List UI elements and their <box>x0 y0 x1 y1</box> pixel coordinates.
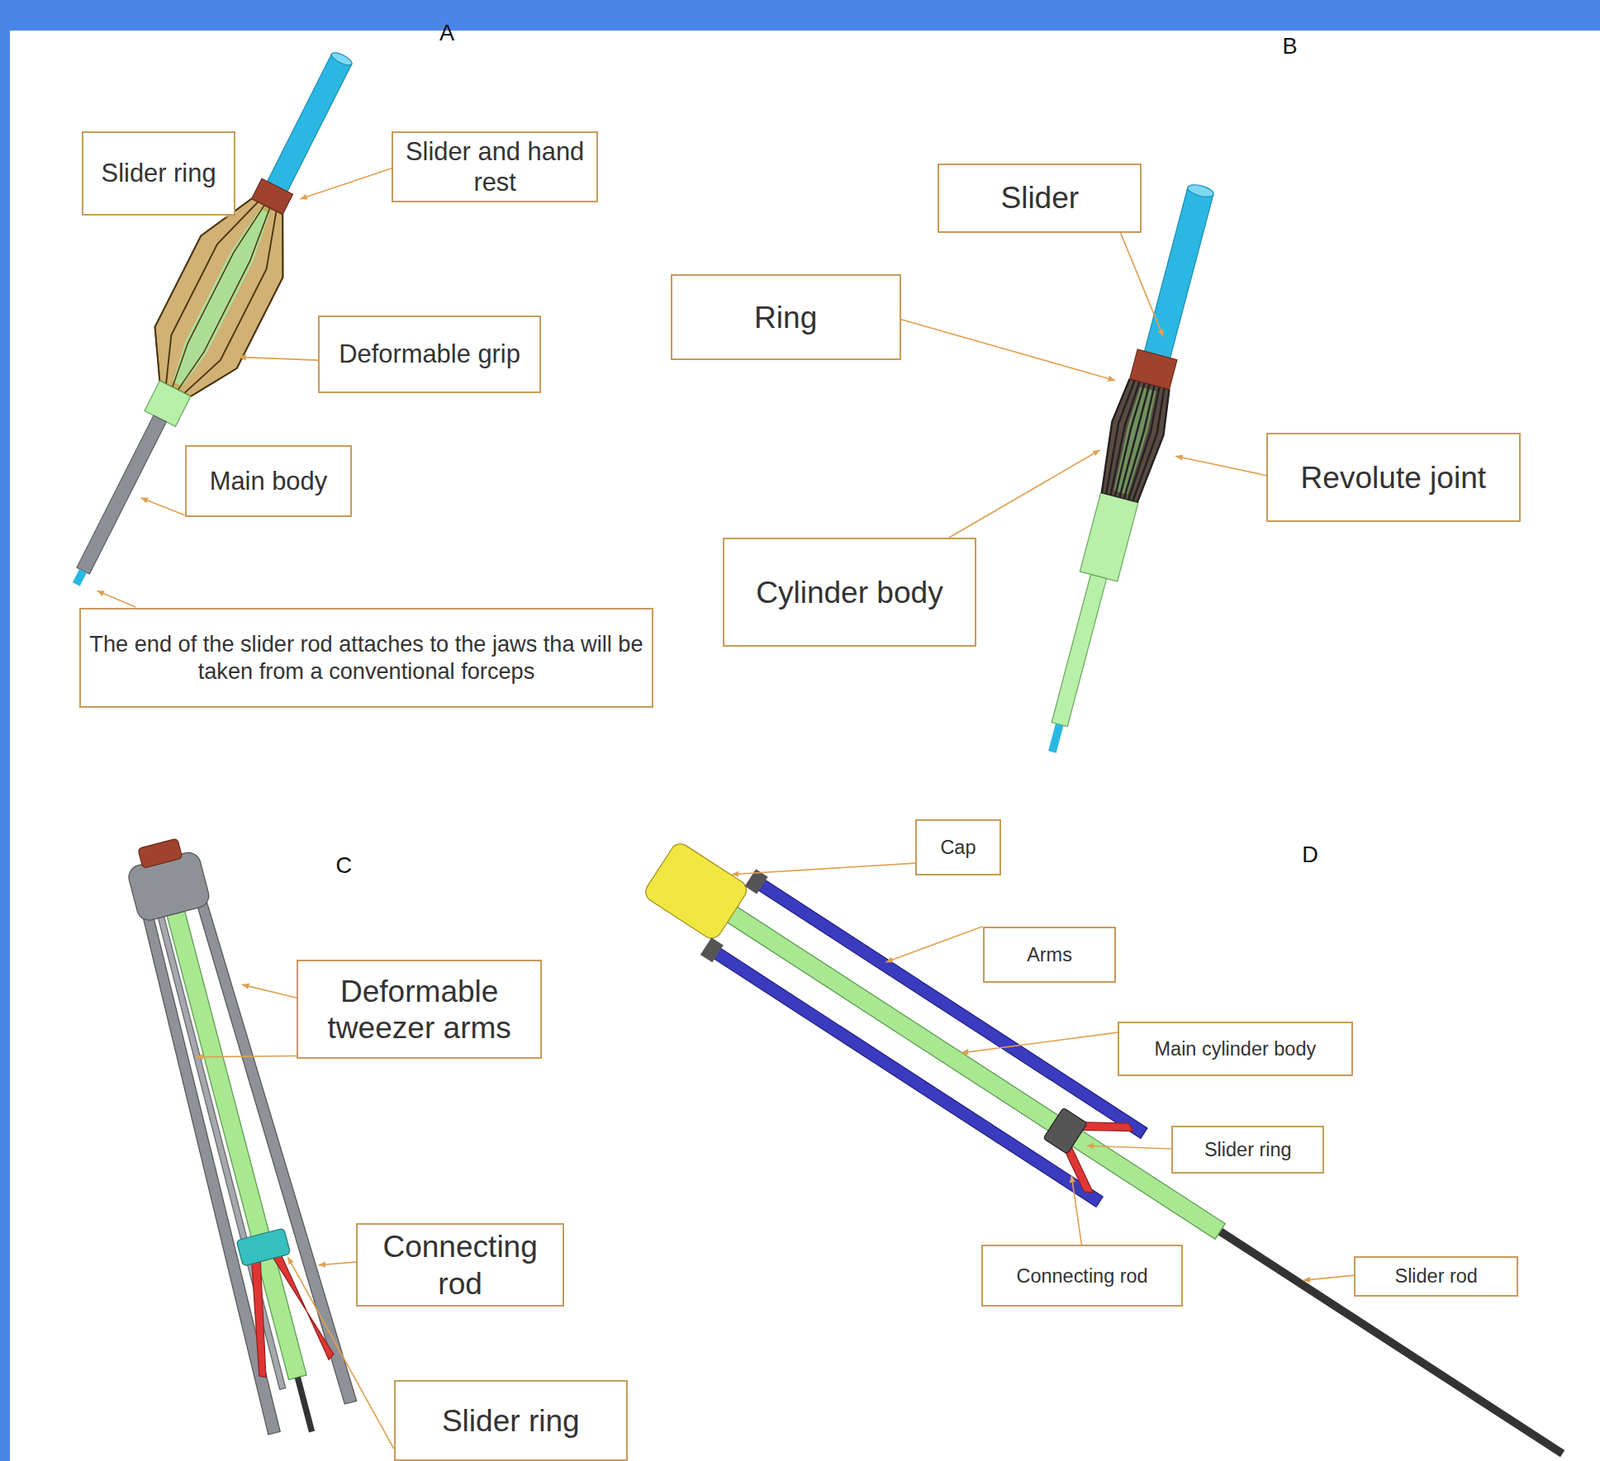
part-label: Slider ring <box>1179 1138 1316 1162</box>
part-label: Cap <box>923 835 993 860</box>
label-box: Cap <box>915 819 1002 876</box>
part-label: Slider and hand rest <box>399 136 590 198</box>
label-box: Slider <box>937 163 1142 233</box>
part-label: The end of the slider rod attaches to th… <box>87 631 645 685</box>
device-c <box>116 830 362 1444</box>
label-box: Connecting rod <box>981 1244 1183 1307</box>
part-label: Revolute joint <box>1274 459 1513 496</box>
label-box: Slider and hand rest <box>391 131 599 203</box>
label-box: Main cylinder body <box>1117 1021 1354 1078</box>
label-box: Ring <box>670 274 902 361</box>
part-label: Main cylinder body <box>1125 1037 1345 1061</box>
label-box: Connecting rod <box>356 1223 565 1307</box>
label-box: Deformable tweezer arms <box>296 959 542 1059</box>
device-b <box>1026 179 1228 760</box>
panel-letter: C <box>335 852 352 879</box>
panel-letter: A <box>439 19 455 47</box>
label-box: Slider ring <box>1171 1125 1325 1174</box>
part-label: Main body <box>193 465 345 497</box>
label-box: Main body <box>185 445 353 518</box>
panel-letter: B <box>1281 33 1297 60</box>
part-label: Slider <box>945 179 1134 216</box>
part-label: Arms <box>991 943 1109 967</box>
part-label: Slider rod <box>1362 1264 1510 1288</box>
part-label: Connecting rod <box>364 1228 556 1302</box>
part-label: Connecting rod <box>989 1264 1174 1288</box>
label-box: Slider rod <box>1353 1256 1519 1297</box>
label-box: Slider ring <box>394 1380 628 1461</box>
part-label: Slider ring <box>90 157 228 189</box>
part-label: Slider ring <box>402 1402 620 1439</box>
label-box: Cylinder body <box>722 537 978 647</box>
panel-letter: D <box>1301 841 1319 869</box>
part-label: Cylinder body <box>731 574 969 611</box>
label-box: The end of the slider rod attaches to th… <box>79 607 653 708</box>
part-label: Deformable tweezer arms <box>304 973 533 1047</box>
device-d <box>631 824 1591 1461</box>
label-box: Revolute joint <box>1266 432 1521 523</box>
label-box: Deformable grip <box>318 315 541 394</box>
part-label: Ring <box>678 299 893 336</box>
label-box: Slider ring <box>81 131 237 215</box>
leader-lines <box>96 168 1354 1449</box>
part-label: Deformable grip <box>326 338 532 370</box>
label-box: Arms <box>982 926 1117 983</box>
